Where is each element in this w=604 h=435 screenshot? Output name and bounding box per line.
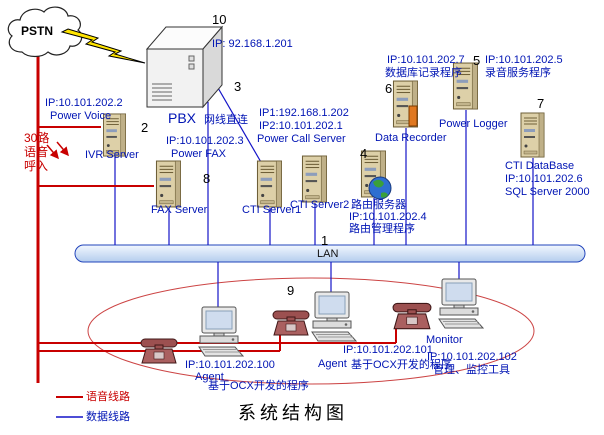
cti-server2-icon	[301, 155, 328, 203]
ivr-ip-label: IP:10.101.202.2	[45, 97, 123, 109]
logger-number: 5	[473, 53, 481, 68]
legend-voice-label: 语音线路	[86, 391, 130, 403]
monitor-pc-icon	[438, 278, 484, 329]
lan-bus	[74, 244, 586, 263]
lightning-bolt-icon	[60, 28, 146, 64]
workgroup-ellipse	[87, 277, 535, 385]
agent1-pc-icon	[198, 306, 244, 357]
legend-data-label: 数据线路	[86, 411, 130, 423]
pstn-cloud-icon	[7, 6, 83, 58]
recorder-device-icon	[408, 105, 418, 127]
fax-server-label: FAX Server	[151, 204, 208, 216]
database-app-label: SQL Server 2000	[505, 186, 590, 198]
cti-server1-icon	[256, 160, 283, 208]
router-number: 4	[360, 146, 368, 161]
database-label: CTI DataBase	[505, 160, 575, 172]
fax-app-label: Power FAX	[171, 148, 227, 160]
monitor-ip-label: IP:10.101.202.102	[427, 351, 517, 363]
lan-number: 1	[321, 233, 329, 248]
monitor-phone-icon	[392, 302, 432, 330]
workgroup-number: 9	[287, 283, 295, 298]
database-number: 7	[537, 96, 545, 111]
agent2-app-label: 基于OCX开发的程序	[351, 359, 452, 371]
agent1-phone-icon	[140, 338, 178, 364]
pbx-number: 10	[212, 12, 227, 27]
ivr-server-label: IVR Server	[85, 149, 139, 161]
agent2-ip-label: IP:10.101.202.101	[343, 344, 433, 356]
logger-label: Power Logger	[439, 118, 508, 130]
cti-server1-label: CTI Server1	[242, 204, 302, 216]
ivr-number: 2	[141, 120, 149, 135]
agent1-label: Agent	[195, 371, 224, 383]
cti-server2-label: CTI Server2	[290, 199, 350, 211]
agent1-app-label: 基于OCX开发的程序	[208, 380, 309, 392]
recorder-number: 6	[385, 81, 393, 96]
recorder-app-label: 数据库记录程序	[385, 67, 462, 79]
voice-channels-note: 30路语音呼入	[24, 131, 50, 173]
cti-ip2-label: IP2:10.101.202.1	[259, 120, 343, 132]
fax-number: 8	[203, 171, 211, 186]
cti-app-label: Power Call Server	[257, 133, 346, 145]
recorder-ip-label: IP:10.101.202.7	[387, 54, 465, 66]
logger-app-label: 录音服务程序	[485, 67, 551, 79]
cti-database-icon	[520, 112, 545, 158]
lan-label: LAN	[317, 248, 339, 260]
router-app-label: 路由管理程序	[349, 223, 415, 235]
router-label: 路由服务器	[351, 199, 406, 211]
cti-ip1-label: IP1:192.168.1.202	[259, 107, 349, 119]
agent2-pc-icon	[311, 291, 357, 342]
pbx-ip-label: IP: 92.168.1.201	[212, 38, 293, 50]
fax-server-icon	[155, 160, 182, 208]
agent1-ip-label: IP:10.101.202.100	[185, 359, 275, 371]
fax-ip-label: IP:10.101.202.3	[166, 135, 244, 147]
router-ip-label: IP:10.101.202.4	[349, 211, 427, 223]
diagram-title: 系统结构图	[238, 403, 348, 423]
pbx-icon	[145, 25, 224, 109]
ivr-app-label: Power Voice	[50, 110, 112, 122]
database-ip-label: IP:10.101.202.6	[505, 173, 583, 185]
pbx-label: PBX	[168, 110, 197, 126]
agent2-label: Agent	[318, 358, 347, 370]
recorder-label: Data Recorder	[375, 132, 447, 144]
monitor-label: Monitor	[426, 334, 463, 346]
agent2-phone-icon	[272, 310, 310, 336]
pbx-link-note: 网线直连	[204, 114, 248, 126]
globe-icon	[368, 176, 392, 200]
monitor-app-label: 管理、监控工具	[433, 364, 510, 376]
pstn-label: PSTN	[21, 24, 54, 38]
logger-ip-label: IP:10.101.202.5	[485, 54, 563, 66]
pbx-conn-number: 3	[234, 79, 242, 94]
